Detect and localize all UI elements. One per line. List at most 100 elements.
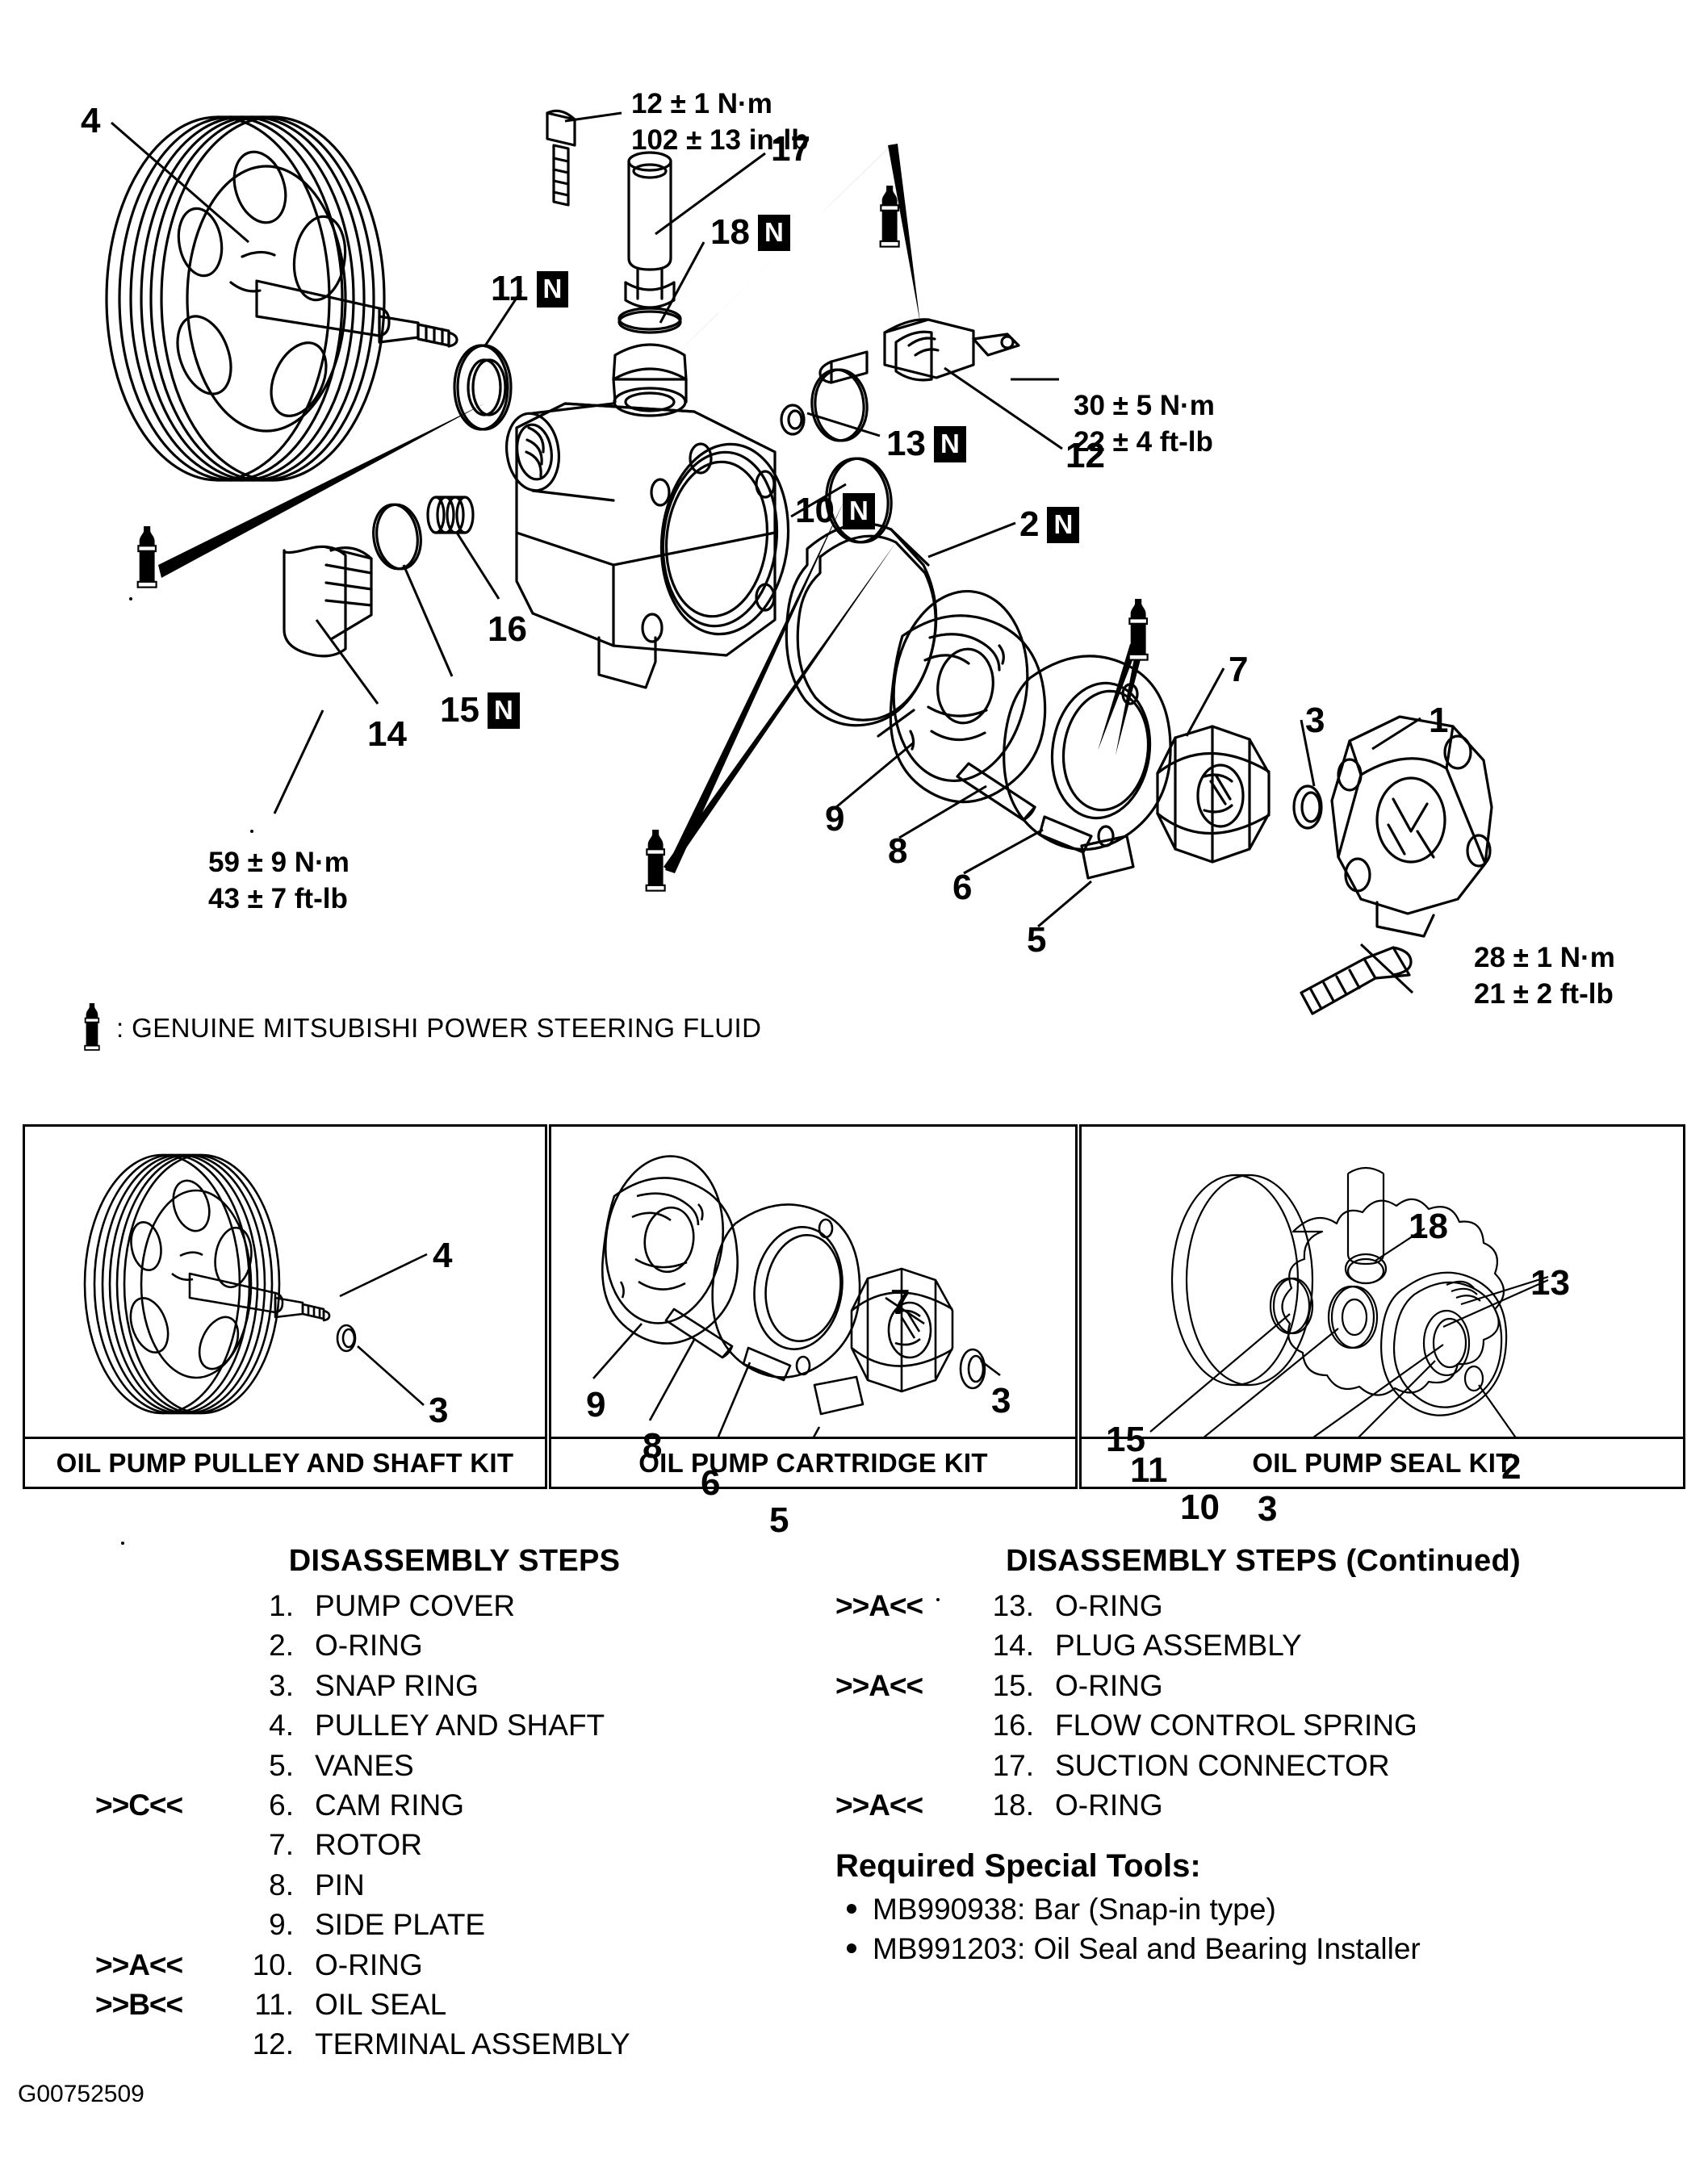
- step-row: 8. PIN: [95, 1868, 806, 1903]
- step-row: >>C<< 6. CAM RING: [95, 1788, 806, 1823]
- kit-callout-9: 9: [586, 1385, 606, 1425]
- step-row: >>A<<10.O-RING: [95, 1948, 806, 1983]
- pump-housing-part: [505, 343, 790, 689]
- tool-item: MB990938: Bar (Snap-in type): [847, 1891, 1691, 1928]
- fluid-bottle-icon: [136, 525, 157, 588]
- callout-14: 14: [367, 714, 407, 755]
- kit-callout-2: 2: [1501, 1447, 1522, 1487]
- kit-callout-8: 8: [643, 1426, 663, 1466]
- kit-3-artwork: [1149, 1166, 1549, 1437]
- side-plate-part: [889, 589, 1047, 804]
- kit-2-artwork: [592, 1155, 1001, 1437]
- step-name: O-RING: [315, 1948, 423, 1981]
- step-name: O-RING: [1055, 1668, 1163, 1702]
- step-name: VANES: [315, 1748, 414, 1782]
- step-row: >>A<<13.O-RING: [835, 1588, 1691, 1624]
- step-number: 1.: [269, 1589, 294, 1622]
- kit-callout-15: 15: [1106, 1420, 1145, 1459]
- step-row: 16.FLOW CONTROL SPRING: [835, 1708, 1691, 1743]
- step-row: 12.TERMINAL ASSEMBLY: [95, 2027, 806, 2062]
- step-row: >>B<<11.OIL SEAL: [95, 1987, 806, 2023]
- step-row: >>A<<15.O-RING: [835, 1668, 1691, 1704]
- kit-callout-3: 3: [429, 1391, 449, 1430]
- snap-ring-3-part: [1292, 784, 1323, 830]
- callout-number: 15: [440, 690, 479, 730]
- step-name: PUMP COVER: [315, 1589, 516, 1622]
- step-name: O-RING: [1055, 1788, 1163, 1822]
- step-mark: >>B<<: [95, 1987, 183, 2021]
- callout-number: 3: [1305, 701, 1325, 740]
- new-part-badge-icon: N: [842, 492, 875, 529]
- kit-callout-3: 3: [991, 1381, 1011, 1420]
- step-number: 11.: [254, 1987, 294, 2021]
- step-name: SUCTION CONNECTOR: [1055, 1748, 1390, 1782]
- callout-4: 4: [81, 101, 100, 141]
- step-number: 2.: [269, 1629, 294, 1663]
- callout-6: 6: [952, 868, 972, 908]
- step-row: 17.SUCTION CONNECTOR: [835, 1748, 1691, 1784]
- o-ring-18-part: [617, 307, 682, 334]
- pump-cover-part: [1330, 715, 1493, 938]
- tool-item: MB991203: Oil Seal and Bearing Installer: [847, 1931, 1691, 1968]
- callout-7: 7: [1229, 650, 1248, 690]
- callout-number: 12: [1065, 436, 1105, 475]
- step-row: 4.PULLEY AND SHAFT: [95, 1708, 806, 1743]
- callout-number: 5: [1027, 920, 1047, 960]
- kit-1-title: OIL PUMP PULLEY AND SHAFT KIT: [25, 1437, 545, 1487]
- step-number: 3.: [269, 1668, 294, 1702]
- callout-12: 12: [1065, 436, 1105, 476]
- fluid-bottle-icon: [84, 1003, 100, 1051]
- step-name: CAM RING: [315, 1788, 464, 1822]
- vanes-part: [1080, 835, 1135, 880]
- step-row: >>A<<18.O-RING: [835, 1788, 1691, 1823]
- step-name: O-RING: [315, 1629, 423, 1663]
- bullet-icon: [847, 1904, 856, 1914]
- kit-callout-18: 18: [1409, 1207, 1448, 1246]
- step-name: PULLEY AND SHAFT: [315, 1709, 605, 1743]
- fluid-bottle-icon: [645, 828, 666, 892]
- step-number: 8.: [269, 1868, 294, 1902]
- callout-number: 2: [1019, 504, 1040, 544]
- new-part-badge-icon: N: [933, 425, 966, 462]
- callout-9: 9: [825, 799, 844, 839]
- callout-number: 1: [1429, 701, 1449, 740]
- callout-8: 8: [888, 831, 907, 872]
- step-name: FLOW CONTROL SPRING: [1055, 1709, 1417, 1743]
- step-mark: >>A<<: [835, 1589, 923, 1622]
- callout-17: 17: [771, 129, 810, 169]
- bullet-icon: [847, 1943, 856, 1954]
- step-row: 3.SNAP RING: [95, 1668, 806, 1704]
- step-mark: >>C<<: [95, 1788, 183, 1822]
- kit-callout-13: 13: [1530, 1263, 1570, 1303]
- kit-2-title: OIL PUMP CARTRIDGE KIT: [551, 1437, 1075, 1487]
- step-row: 2. O-RING: [95, 1628, 806, 1663]
- step-number: 14.: [992, 1629, 1034, 1663]
- callout-number: 16: [488, 609, 527, 649]
- kit-callout-11: 11: [1130, 1450, 1168, 1490]
- disassembly-steps-right: DISASSEMBLY STEPS (Continued) >>A<<13.O-…: [835, 1544, 1691, 1827]
- callout-number: 10: [795, 491, 835, 530]
- callout-5: 5: [1027, 920, 1046, 960]
- callout-number: 4: [81, 101, 101, 140]
- step-number: 6.: [269, 1788, 294, 1822]
- new-part-badge-icon: N: [1047, 506, 1080, 543]
- figure-id: G00752509: [18, 2081, 144, 2107]
- step-name: SIDE PLATE: [315, 1908, 486, 1942]
- fluid-legend-text: : GENUINE MITSUBISHI POWER STEERING FLUI…: [116, 1013, 762, 1043]
- callout-number: 13: [886, 424, 926, 463]
- fluid-legend: : GENUINE MITSUBISHI POWER STEERING FLUI…: [81, 1003, 761, 1053]
- step-mark: >>A<<: [835, 1788, 923, 1822]
- step-name: O-RING: [1055, 1589, 1163, 1622]
- callout-16: 16: [488, 609, 527, 650]
- step-number: 9.: [269, 1908, 294, 1942]
- o-ring-10-part: [825, 457, 893, 544]
- required-special-tools: Required Special Tools: MB990938: Bar (S…: [835, 1848, 1691, 1971]
- step-name: PIN: [315, 1868, 365, 1902]
